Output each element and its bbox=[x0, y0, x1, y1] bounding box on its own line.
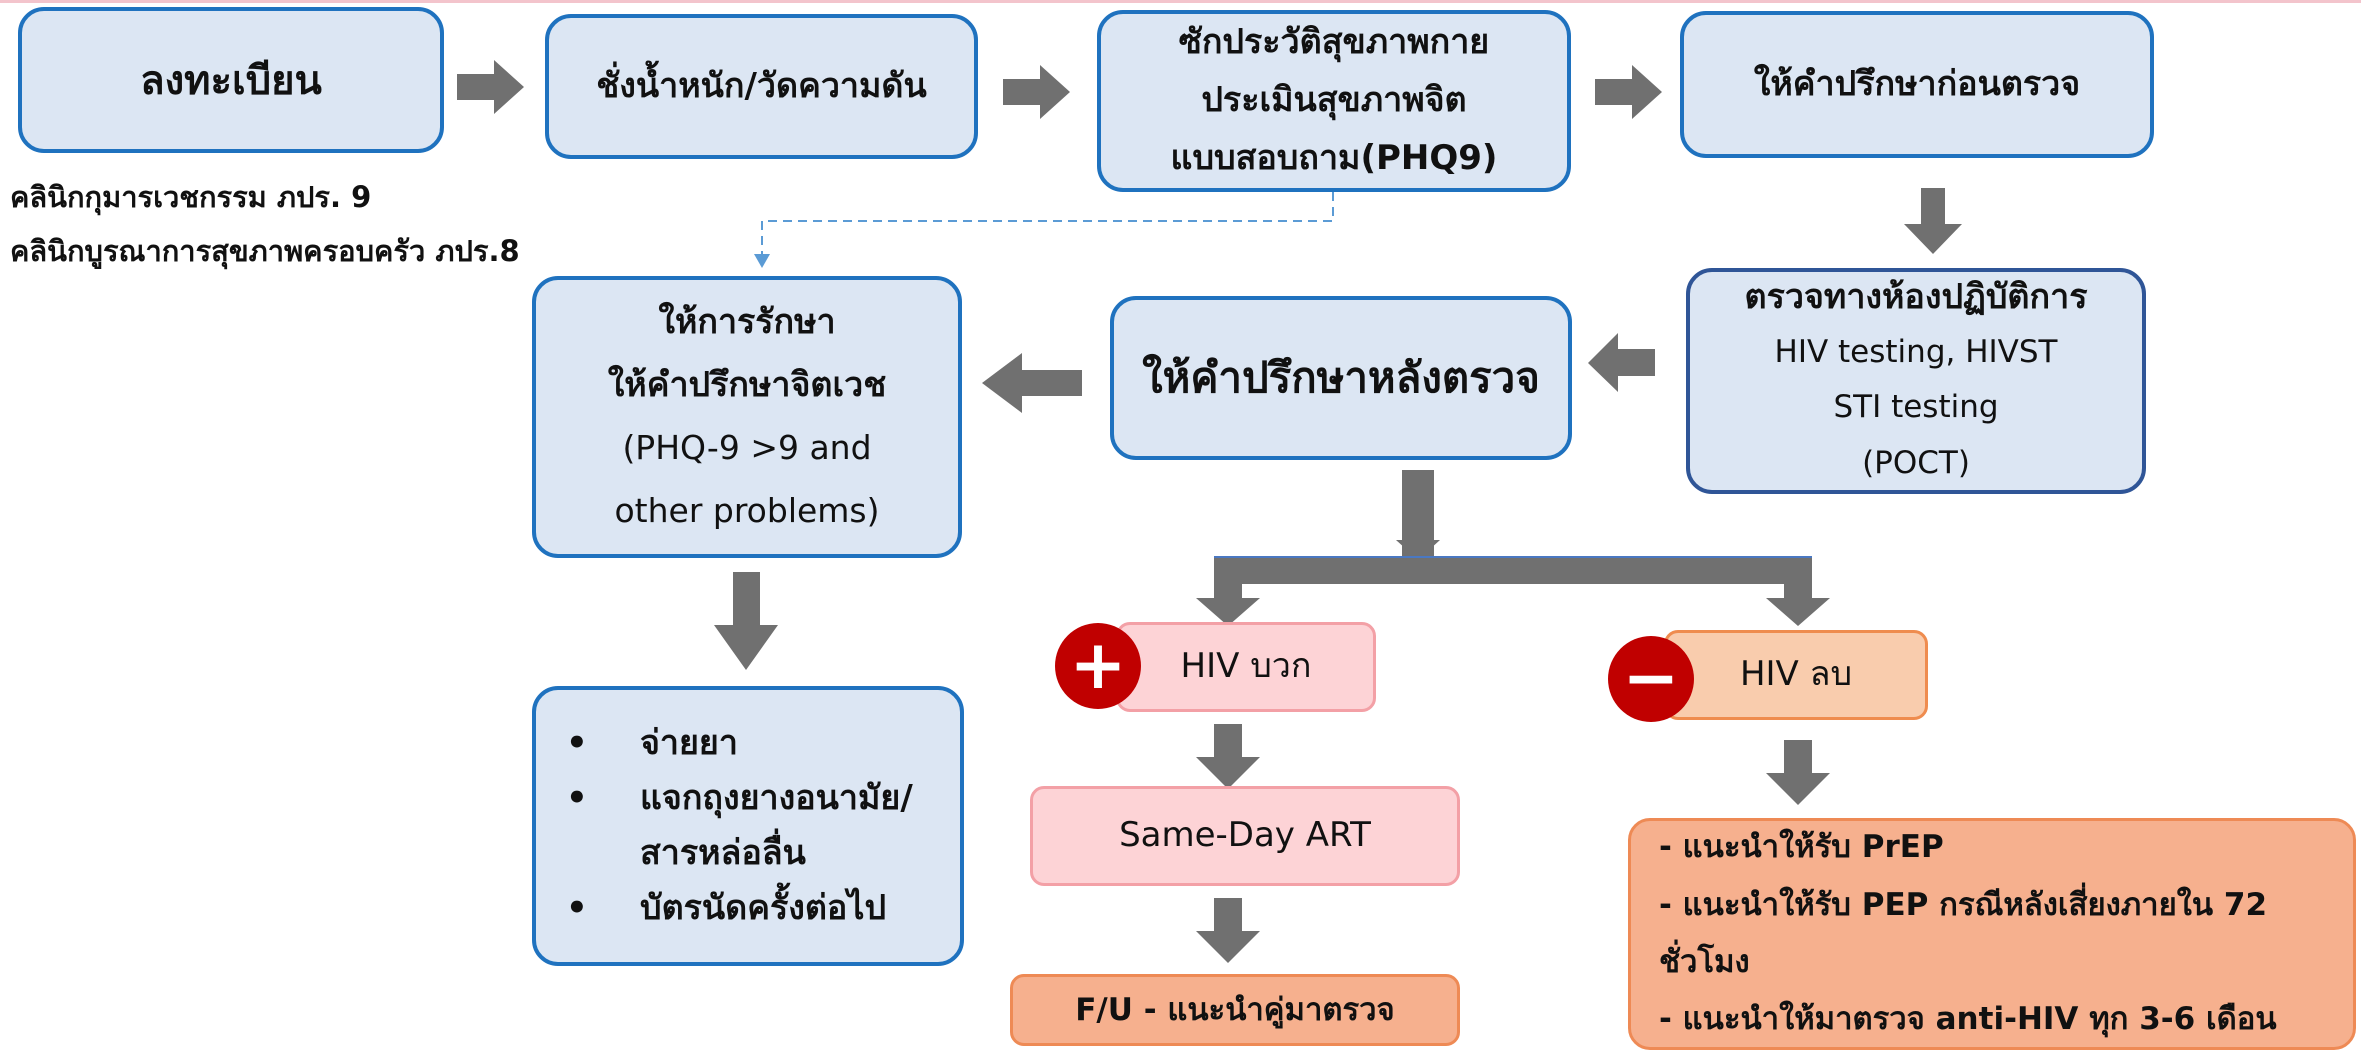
advice-line: - แนะนำให้รับ PEP กรณีหลังเสี่ยงภายใน 72 bbox=[1659, 886, 2268, 923]
minus-icon: − bbox=[1608, 636, 1694, 722]
bullet-icon: • bbox=[566, 722, 588, 763]
services-item-label: จ่ายยา bbox=[640, 722, 738, 763]
history-line-3: แบบสอบถาม(PHQ9) bbox=[1170, 137, 1498, 178]
lab-line-3: (POCT) bbox=[1862, 445, 1970, 482]
hiv-positive-label: HIV บวก bbox=[1180, 646, 1312, 687]
pretest-box: ให้คำปรึกษาก่อนตรวจ bbox=[1680, 11, 2154, 158]
bullet-icon: • bbox=[566, 777, 588, 818]
services-item: • จ่ายยา bbox=[536, 716, 960, 771]
services-item-label: แจกถุงยางอนามัย/สารหล่อลื่น bbox=[640, 777, 913, 873]
followup-label: F/U - แนะนำคู่มาตรวจ bbox=[1075, 991, 1395, 1028]
services-list: • จ่ายยา • แจกถุงยางอนามัย/สารหล่อลื่น •… bbox=[536, 716, 960, 936]
same-day-art-box: Same-Day ART bbox=[1030, 786, 1460, 886]
treat-line-1: ให้การรักษา bbox=[658, 302, 836, 343]
treat-sub-1: (PHQ-9 >9 and bbox=[622, 428, 872, 468]
pretest-label: ให้คำปรึกษาก่อนตรวจ bbox=[1753, 63, 2081, 104]
hiv-positive-box: HIV บวก bbox=[1116, 622, 1376, 712]
arrow-treat-to-services bbox=[714, 572, 778, 670]
arrow-weigh-to-history bbox=[1003, 65, 1070, 119]
arrow-to-hiv-positive bbox=[1196, 570, 1260, 626]
arrow-register-to-weigh bbox=[457, 60, 524, 114]
clinic-note-1: คลินิกกุมารเวชกรรม ภปร. 9 bbox=[10, 180, 372, 214]
weigh-label: ชั่งน้ำหนัก/วัดความดัน bbox=[596, 65, 927, 106]
treat-box: ให้การรักษา ให้คำปรึกษาจิตเวช (PHQ-9 >9 … bbox=[532, 276, 962, 558]
treat-sub-2: other problems) bbox=[614, 490, 880, 530]
hiv-negative-label: HIV ลบ bbox=[1739, 654, 1853, 695]
history-box: ซักประวัติสุขภาพกาย ประเมินสุขภาพจิต แบบ… bbox=[1097, 10, 1571, 192]
arrow-negative-to-advice bbox=[1766, 740, 1830, 805]
arrow-lab-to-posttest bbox=[1588, 333, 1655, 392]
arrow-history-to-pretest bbox=[1595, 65, 1662, 119]
plus-icon: + bbox=[1055, 623, 1141, 709]
negative-advice-box: - แนะนำให้รับ PrEP - แนะนำให้รับ PEP กรณ… bbox=[1628, 818, 2356, 1050]
register-label: ลงทะเบียน bbox=[140, 58, 322, 104]
bullet-icon: • bbox=[566, 888, 588, 929]
register-box: ลงทะเบียน bbox=[18, 7, 444, 153]
services-item: • แจกถุงยางอนามัย/สารหล่อลื่น bbox=[536, 771, 960, 881]
lab-line-1: HIV testing, HIVST bbox=[1774, 333, 2058, 370]
arrow-posttest-to-treat bbox=[982, 353, 1082, 413]
followup-box: F/U - แนะนำคู่มาตรวจ bbox=[1010, 974, 1460, 1046]
arrow-art-to-followup bbox=[1196, 898, 1260, 963]
lab-title: ตรวจทางห้องปฏิบัติการ bbox=[1744, 277, 2088, 318]
posttest-box: ให้คำปรึกษาหลังตรวจ bbox=[1110, 296, 1572, 460]
negative-advice-list: - แนะนำให้รับ PrEP - แนะนำให้รับ PEP กรณ… bbox=[1631, 819, 2353, 1048]
same-day-art-label: Same-Day ART bbox=[1119, 815, 1371, 856]
advice-line: ชั่วโมง bbox=[1659, 944, 1750, 980]
services-item-label: บัตรนัดครั้งต่อไป bbox=[640, 888, 887, 929]
clinic-note-2: คลินิกบูรณาการสุขภาพครอบครัว ภปร.8 bbox=[10, 234, 520, 268]
dashed-connector-history-to-treat bbox=[761, 192, 1334, 258]
services-box: • จ่ายยา • แจกถุงยางอนามัย/สารหล่อลื่น •… bbox=[532, 686, 964, 966]
dashed-connector-tip bbox=[754, 254, 770, 268]
arrow-positive-to-art bbox=[1196, 724, 1260, 789]
arrow-posttest-stem-tip bbox=[1396, 540, 1440, 560]
treat-line-2: ให้คำปรึกษาจิตเวช bbox=[607, 365, 887, 406]
history-line-2: ประเมินสุขภาพจิต bbox=[1201, 80, 1467, 121]
lab-line-2: STI testing bbox=[1833, 389, 1999, 426]
splitter-bar bbox=[1214, 556, 1812, 584]
lab-box: ตรวจทางห้องปฏิบัติการ HIV testing, HIVST… bbox=[1686, 268, 2146, 494]
top-border-line bbox=[0, 0, 2361, 3]
history-line-1: ซักประวัติสุขภาพกาย bbox=[1178, 22, 1490, 63]
arrow-to-hiv-negative bbox=[1766, 570, 1830, 626]
advice-line: - แนะนำให้รับ PrEP bbox=[1659, 829, 1944, 866]
hiv-negative-box: HIV ลบ bbox=[1664, 630, 1928, 720]
weigh-box: ชั่งน้ำหนัก/วัดความดัน bbox=[545, 14, 978, 159]
posttest-label: ให้คำปรึกษาหลังตรวจ bbox=[1142, 353, 1540, 402]
arrow-pretest-to-lab bbox=[1904, 188, 1962, 254]
advice-line: - แนะนำให้มาตรวจ anti-HIV ทุก 3-6 เดือน bbox=[1659, 1001, 2277, 1038]
services-item: • บัตรนัดครั้งต่อไป bbox=[536, 881, 960, 936]
